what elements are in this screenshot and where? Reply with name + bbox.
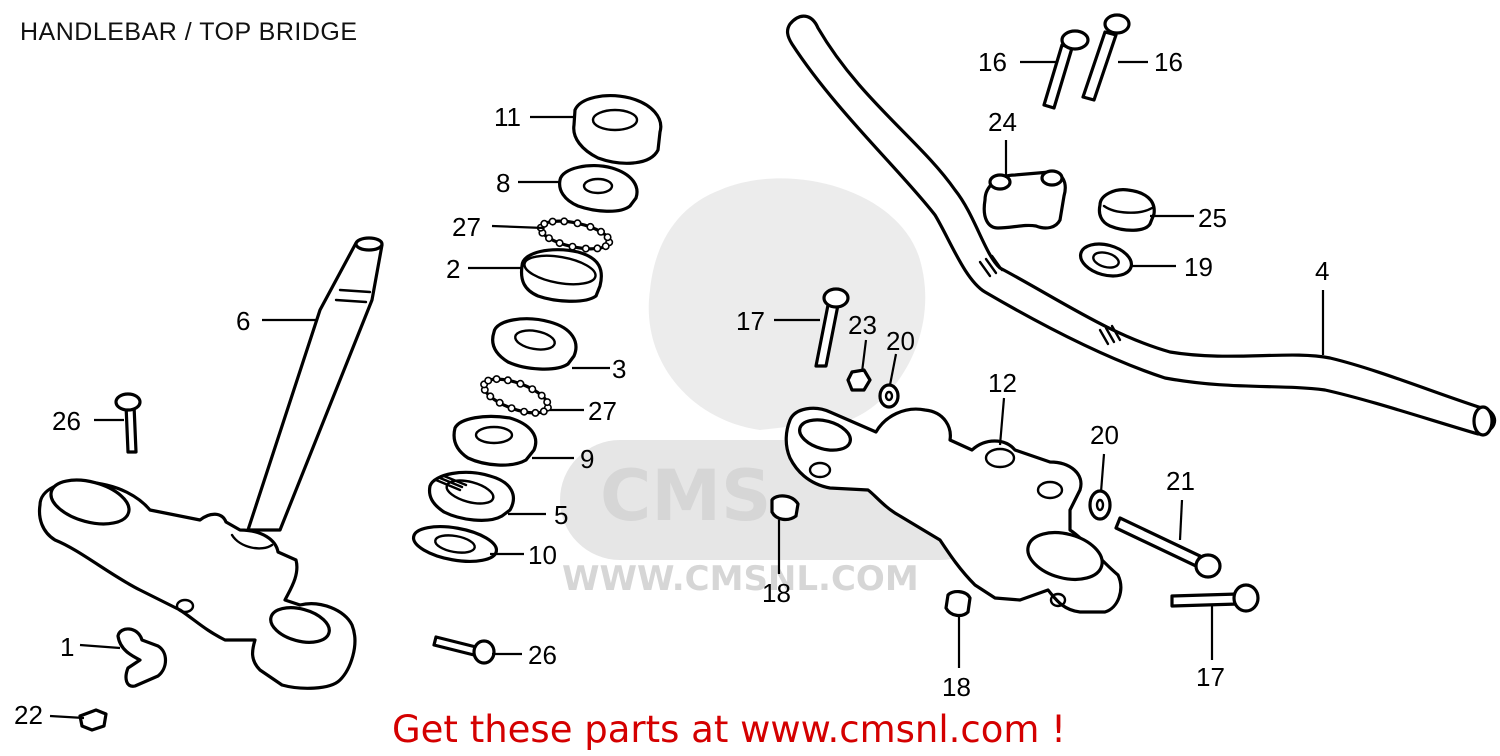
race-part-9: [452, 414, 538, 467]
bearing-ball: [495, 398, 504, 407]
washer-part-20b: [1088, 489, 1112, 521]
callout-16a: 16: [978, 47, 1007, 77]
bolt-part-17b: [1170, 583, 1260, 613]
bearing-ball: [540, 219, 549, 228]
callout-21: 21: [1166, 466, 1195, 496]
bolt-part-17a: [814, 287, 850, 368]
callout-5: 5: [554, 500, 568, 530]
bearing-ball: [520, 407, 529, 416]
watermark-url: WWW.CMSNL.COM: [562, 559, 919, 599]
callout-19: 19: [1184, 252, 1213, 282]
upper-holder-part-24: [982, 169, 1067, 230]
screw-part-22: [78, 708, 108, 732]
bearing-ball: [539, 407, 548, 416]
bearing-ball: [596, 227, 605, 236]
nut-part-18b: [944, 590, 972, 618]
callout-23: 23: [848, 310, 877, 340]
callout-9: 9: [580, 444, 594, 474]
bearing-ball: [581, 244, 590, 253]
bearing-ball: [560, 217, 569, 226]
race-part-3: [491, 317, 578, 371]
callout-12: 12: [988, 368, 1017, 398]
steering-stem-part-6: [246, 236, 384, 532]
callout-20b: 20: [1090, 420, 1119, 450]
bearing-ball: [586, 222, 595, 231]
callout-18a: 18: [762, 578, 791, 608]
handlebar-part-4: [785, 14, 1497, 437]
bearing-ball: [555, 239, 564, 248]
race-part-8: [558, 164, 639, 213]
bearing-ball: [516, 379, 525, 388]
callout-20a: 20: [886, 326, 915, 356]
callout-16b: 16: [1154, 47, 1183, 77]
seal-part-5: [427, 470, 515, 522]
bearing-part-27a: [536, 217, 614, 253]
bearing-ball: [537, 391, 546, 400]
callout-27b: 27: [588, 396, 617, 426]
callout-2: 2: [446, 254, 460, 284]
callout-11: 11: [494, 102, 521, 132]
bearing-ball: [601, 242, 610, 251]
bearing-ball: [484, 376, 493, 385]
callout-10: 10: [528, 540, 557, 570]
bearing-ball: [507, 404, 516, 413]
bearing-ball: [528, 385, 537, 394]
callout-24: 24: [988, 107, 1017, 137]
bearing-ball: [543, 398, 552, 407]
callout-26b: 26: [528, 640, 557, 670]
page-title: HANDLEBAR / TOP BRIDGE: [20, 18, 358, 46]
callout-18b: 18: [942, 672, 971, 702]
bearing-ball: [573, 219, 582, 228]
washer-part-20a: [878, 383, 900, 409]
nut-part-11: [572, 94, 663, 165]
bearing-ball: [531, 408, 540, 417]
callout-27a: 27: [452, 212, 481, 242]
bearing-ball: [603, 233, 612, 242]
washer-part-10: [411, 525, 499, 563]
callout-8: 8: [496, 168, 510, 198]
callout-labels: 16 16 24 25 19 4 11 8 27 2 6 17 23 20 3 …: [14, 47, 1329, 730]
bearing-part-27b: [480, 375, 552, 417]
cap-nut-part-25: [1097, 188, 1156, 232]
bearing-ball: [486, 392, 495, 401]
washer-part-19: [1078, 242, 1134, 278]
bolt-part-26b: [432, 635, 496, 665]
nut-part-18a: [770, 494, 800, 522]
clamp-part-1: [116, 627, 168, 688]
nut-part-23: [846, 368, 872, 392]
top-bridge-part-12: [784, 406, 1123, 614]
callout-1: 1: [60, 632, 74, 662]
bearing-ball: [503, 376, 512, 385]
bearing-ball: [593, 244, 602, 253]
watermark-cms: CMS: [600, 455, 771, 537]
race-part-2: [519, 248, 603, 303]
callout-17b: 17: [1196, 662, 1225, 692]
bearing-ball: [544, 234, 553, 243]
bolt-part-16a: [1042, 29, 1090, 110]
bearing-ball: [492, 375, 501, 384]
footer-shop-link[interactable]: Get these parts at www.cmsnl.com !: [392, 708, 1067, 751]
callout-22: 22: [14, 700, 43, 730]
bottom-bridge: [37, 478, 357, 690]
bearing-ball: [548, 217, 557, 226]
bolt-part-26a: [114, 392, 142, 454]
bolt-part-21: [1114, 516, 1222, 579]
bolt-part-16b: [1081, 13, 1131, 102]
callout-17a: 17: [736, 306, 765, 336]
callout-3: 3: [612, 354, 626, 384]
leader-lines: [49, 60, 1325, 720]
callout-25: 25: [1198, 203, 1227, 233]
callout-26a: 26: [52, 406, 81, 436]
callout-6: 6: [236, 306, 250, 336]
callout-4: 4: [1315, 256, 1329, 286]
